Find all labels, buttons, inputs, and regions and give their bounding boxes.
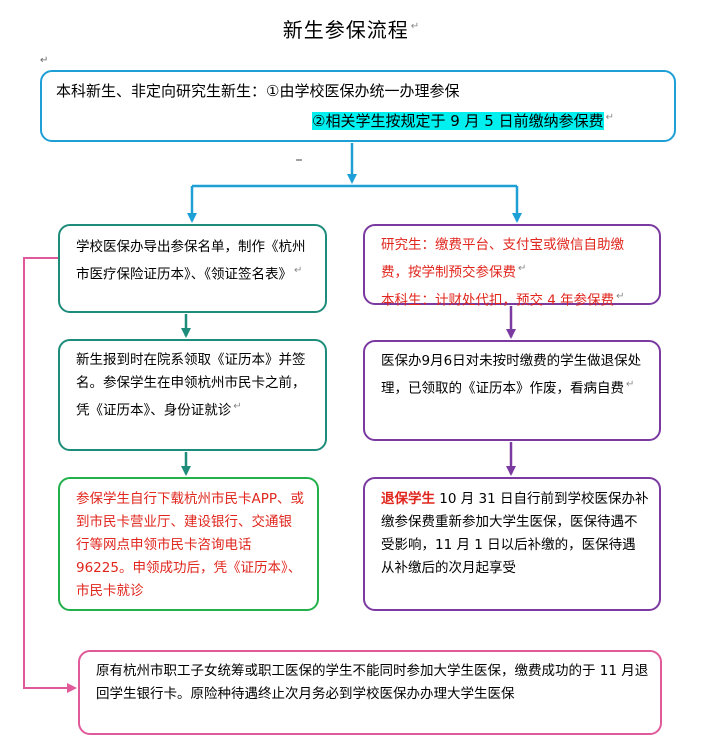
- left-box-register-sign: 新生报到时在院系领取《证历本》并签名。参保学生在申领杭州市民卡之前，凭《证历本》…: [58, 339, 327, 451]
- right-box-withdrawal: 医保办9月6日对未按时缴费的学生做退保处理，已领取的《证历本》作废，看病自费↵: [363, 340, 661, 441]
- left-box-export-list: 学校医保办导出参保名单，制作《杭州市医疗保险证历本》、《领证签名表》↵: [58, 224, 327, 313]
- left-box-citizen-card: 参保学生自行下载杭州市民卡APP、或到市民卡营业厅、建设银行、交通银行等网点申领…: [58, 477, 319, 611]
- page-title: 新生参保流程↵: [282, 18, 421, 42]
- top-box-undergrad-postgrad: 本科新生、非定向研究生新生：①由学校医保办统一办理参保 ②相关学生按规定于 9 …: [40, 70, 676, 142]
- top-box-line2: ②相关学生按规定于 9 月 5 日前缴纳参保费↵: [312, 112, 614, 130]
- bottom-box-existing-insurance: 原有杭州市职工子女统筹或职工医保的学生不能同时参加大学生医保，缴费成功的于 11…: [78, 650, 662, 735]
- arrow-pink-bracket: [23, 257, 77, 693]
- right-box-rejoin: 退保学生 10 月 31 日自行前到学校医保办补缴参保费重新参加大学生医保，医保…: [363, 477, 661, 611]
- right-box-payment: 研究生：缴费平台、支付宝或微信自助缴费，按学制预交参保费↵ 本科生：计财处代扣，…: [363, 224, 661, 308]
- top-box-line1: 本科新生、非定向研究生新生：①由学校医保办统一办理参保: [56, 82, 460, 100]
- paragraph-mark: ↵: [40, 55, 49, 66]
- withdrawn-students-label: 退保学生: [381, 491, 435, 507]
